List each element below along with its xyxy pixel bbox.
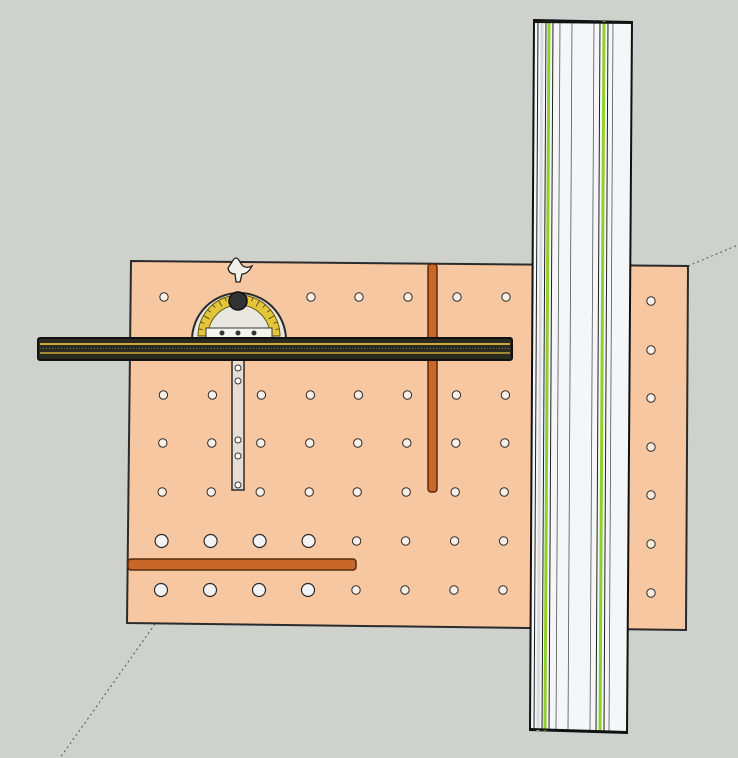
- peg-hole[interactable]: [353, 438, 363, 448]
- peg-hole[interactable]: [207, 438, 217, 448]
- peg-hole[interactable]: [158, 390, 169, 400]
- peg-hole[interactable]: [306, 292, 316, 302]
- right-hole-column: [646, 296, 656, 598]
- peg-hole[interactable]: [646, 296, 656, 306]
- peg-hole[interactable]: [451, 390, 462, 400]
- peg-hole[interactable]: [207, 390, 218, 400]
- peg-hole[interactable]: [449, 585, 459, 595]
- horizontal-stop-strip[interactable]: [127, 558, 357, 571]
- peg-hole[interactable]: [400, 536, 411, 546]
- peg-hole[interactable]: [256, 438, 266, 448]
- peg-hole[interactable]: [451, 438, 461, 448]
- peg-hole[interactable]: [646, 588, 656, 598]
- peg-hole[interactable]: [498, 536, 509, 546]
- peg-hole[interactable]: [203, 533, 218, 549]
- peg-hole[interactable]: [252, 533, 267, 549]
- peg-hole[interactable]: [646, 442, 656, 452]
- peg-hole[interactable]: [500, 390, 511, 400]
- peg-hole[interactable]: [305, 390, 316, 400]
- peg-hole[interactable]: [401, 487, 411, 497]
- peg-hole[interactable]: [351, 536, 362, 546]
- peg-hole[interactable]: [255, 487, 265, 497]
- peg-hole[interactable]: [352, 487, 362, 497]
- peg-hole[interactable]: [499, 487, 509, 497]
- peg-hole[interactable]: [206, 487, 216, 497]
- peg-hole[interactable]: [153, 582, 169, 598]
- protractor-ticks: [198, 295, 280, 337]
- peg-hole[interactable]: [158, 438, 168, 448]
- peg-hole[interactable]: [452, 292, 462, 302]
- peg-hole[interactable]: [351, 585, 361, 595]
- peg-hole[interactable]: [450, 487, 460, 497]
- peg-hole[interactable]: [646, 345, 656, 355]
- peg-hole[interactable]: [301, 533, 316, 549]
- peg-hole[interactable]: [251, 582, 267, 598]
- guide-rail[interactable]: [528, 18, 634, 735]
- perspective-guide-line: [687, 244, 738, 267]
- peg-hole[interactable]: [646, 539, 656, 549]
- knob-handle: [227, 257, 254, 283]
- peg-hole[interactable]: [305, 438, 315, 448]
- peg-hole[interactable]: [256, 390, 267, 400]
- peg-hole[interactable]: [498, 585, 508, 595]
- protractor-gauge[interactable]: [190, 257, 288, 341]
- peg-hole[interactable]: [202, 582, 218, 598]
- peg-hole[interactable]: [154, 533, 169, 549]
- peg-hole[interactable]: [646, 393, 656, 403]
- peg-hole[interactable]: [500, 438, 510, 448]
- perspective-guide-line: [59, 623, 156, 758]
- locking-knob[interactable]: [228, 291, 248, 311]
- peg-hole[interactable]: [157, 487, 167, 497]
- peg-hole[interactable]: [501, 292, 511, 302]
- slotted-arm[interactable]: [231, 349, 245, 491]
- vertical-stop-strip[interactable]: [427, 263, 438, 493]
- peg-hole[interactable]: [304, 487, 314, 497]
- peg-hole[interactable]: [402, 438, 412, 448]
- peg-hole[interactable]: [403, 292, 413, 302]
- peg-hole[interactable]: [300, 582, 316, 598]
- miter-fence[interactable]: [37, 337, 513, 361]
- peg-hole[interactable]: [400, 585, 410, 595]
- peg-hole-grid: [153, 292, 511, 598]
- peg-hole[interactable]: [354, 292, 364, 302]
- peg-hole[interactable]: [646, 490, 656, 500]
- peg-hole[interactable]: [159, 292, 169, 302]
- peg-hole[interactable]: [449, 536, 460, 546]
- peg-hole[interactable]: [353, 390, 364, 400]
- peg-hole[interactable]: [402, 390, 413, 400]
